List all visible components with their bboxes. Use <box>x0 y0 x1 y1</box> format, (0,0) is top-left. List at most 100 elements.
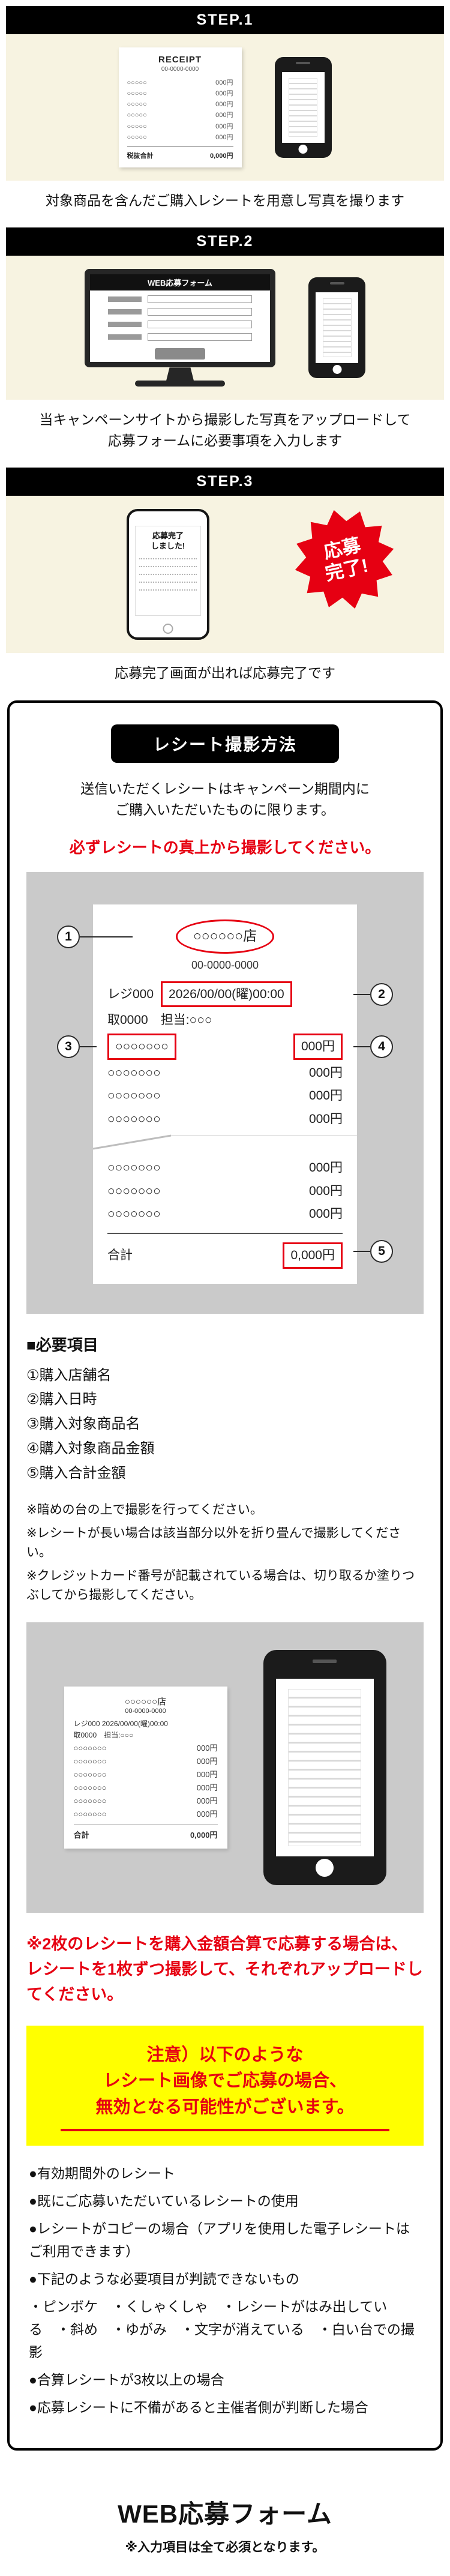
item-price: 000円 <box>308 1207 343 1221</box>
receipt-tel: 00-0000-0000 <box>125 1708 166 1715</box>
phone-screen <box>316 292 358 364</box>
invalid-case-item: ●下記のような必要項目が判読できないもの <box>29 2271 299 2287</box>
item-price: 000円 <box>196 1796 218 1805</box>
placeholder-line <box>139 575 197 583</box>
step2-header: STEP.2 <box>6 227 444 256</box>
annotation-2: 2 <box>353 983 393 1006</box>
phone-speaker-icon <box>296 61 310 64</box>
shoot-from-above-warning: 必ずレシートの真上から撮影してください。 <box>69 838 381 857</box>
form-input-bar <box>148 320 252 329</box>
item-row: ○○○○○○○000円 <box>74 1755 218 1768</box>
total-row: 合計 0,000円 5 <box>107 1233 393 1269</box>
form-label-bar <box>108 296 142 302</box>
item-name: ○○○○○○○ <box>73 1796 107 1805</box>
annotation-5: 5 <box>353 1239 393 1263</box>
item-row: ○○○○○○○ 000円 <box>74 1795 218 1808</box>
invalid-case-item: ●既にご応募いただいているレシートの使用 <box>29 2193 299 2209</box>
required-fields-note: ※入力項目は全て必須となります。 <box>125 2540 325 2554</box>
item-name: ○○○○○○○ <box>73 1756 107 1766</box>
total-value: 0,000円 <box>190 1831 218 1840</box>
item-price: 000円 <box>196 1769 218 1779</box>
item-price: 000円 <box>196 1743 218 1753</box>
receipt-price: 000円 <box>215 133 233 141</box>
home-button-icon <box>316 1859 334 1877</box>
form-label-bar <box>108 322 142 328</box>
receipt-row: ○○○○○000円 <box>127 110 233 121</box>
receipt-item: ○○○○○ <box>127 101 147 109</box>
guide-title: レシート撮影方法 <box>110 724 339 763</box>
datetime-highlight: 2026/00/00(曜)00:00 <box>161 981 292 1008</box>
item-name: ○○○○○○○ <box>73 1743 107 1753</box>
item-price-highlight: 000円 <box>293 1033 343 1060</box>
item-row: ○○○○○○○000円 <box>107 1181 343 1202</box>
form-input-bar <box>148 295 252 304</box>
item-row: ○○○○○○○000円 <box>107 1063 343 1083</box>
invalid-case-item: ●レシートがコピーの場合（アプリを使用した電子レシートはご利用できます） <box>29 2221 410 2259</box>
item-row: ○○○○○○○000円 <box>107 1158 343 1178</box>
step3-caption: 応募完了画面が出れば応募完了です <box>115 665 335 681</box>
item-name-highlight: ○○○○○○○ <box>107 1033 176 1060</box>
required-item: ④購入対象商品金額 <box>26 1440 155 1457</box>
receipt-and-phone-illustration: ○○○○○○店 00-0000-0000 レジ000 2026/00/00(曜)… <box>26 1622 424 1913</box>
step3-section: STEP.3 応募完了しました! 応募 完了! 応募完了画面が出れば応募完了です <box>6 468 444 684</box>
receipt-photo-thumbnail <box>288 1689 361 1847</box>
caution-underline <box>61 2129 389 2132</box>
item-row: ○○○○○○○000円 <box>107 1109 343 1130</box>
target-item-row: 3 ○○○○○○○ 000円 4 <box>57 1033 393 1060</box>
invalid-case-item: ●合算レシートが3枚以上の場合 <box>29 2371 224 2388</box>
annotation-3: 3 <box>57 1035 97 1058</box>
required-item: ⑤購入合計金額 <box>26 1464 126 1481</box>
form-label-bar <box>108 309 142 315</box>
smartphone-icon <box>308 277 365 379</box>
receipt-tel: 00-0000-0000 <box>191 958 259 971</box>
monitor-stand <box>166 367 194 381</box>
phone-screen <box>281 71 325 143</box>
home-button-icon <box>163 624 173 634</box>
datetime-row: レジ000 2026/00/00(曜)00:00 <box>74 1718 218 1730</box>
register-number: レジ000 <box>73 1720 100 1729</box>
required-items-list: ①購入店舗名 ②購入日時 ③購入対象商品名 ④購入対象商品金額 ⑤購入合計金額 <box>26 1364 424 1486</box>
web-entry-form-heading: WEB応募フォーム ※入力項目は全て必須となります。 <box>0 2494 450 2556</box>
guide-intro: 送信いただくレシートはキャンペーン期間内にご購入いただいたものに限ります。 <box>26 778 424 821</box>
step1-caption: 対象商品を含んだご購入レシートを用意し写真を撮ります <box>46 192 404 208</box>
submit-button-graphic <box>155 348 205 360</box>
note-item: ※レシートが長い場合は該当部分以外を折り畳んで撮影してください。 <box>26 1526 401 1559</box>
item-row: ○○○○○○○000円 <box>107 1204 343 1224</box>
complete-screen-text: 応募完了しました! <box>139 531 197 552</box>
item-row: ○○○○○○○000円 <box>74 1808 218 1821</box>
shooting-notes: ※暗めの台の上で撮影を行ってください。 ※レシートが長い場合は該当部分以外を折り… <box>26 1500 424 1605</box>
receipt-item: ○○○○○ <box>127 79 147 86</box>
item-row: ○○○○○○○ 000円 <box>74 1742 218 1755</box>
item-name: ○○○○○○○ <box>73 1769 107 1779</box>
placeholder-line <box>139 567 197 576</box>
staff-row: 取0000 担当:○○○ <box>73 1731 134 1740</box>
item-price: 000円 <box>308 1161 343 1175</box>
required-item: ②購入日時 <box>26 1391 97 1408</box>
receipt-title: RECEIPT <box>158 55 202 65</box>
entry-form-graphic <box>90 290 270 360</box>
annotation-4: 4 <box>353 1035 393 1058</box>
form-label-bar <box>108 334 142 340</box>
step2-section: STEP.2 WEB応募フォーム <box>6 227 444 451</box>
receipt-price: 000円 <box>215 112 233 119</box>
receipt-row: ○○○○○000円 <box>127 77 233 88</box>
required-item: ③購入対象商品名 <box>26 1416 140 1433</box>
form-row <box>108 320 252 329</box>
smartphone-complete-icon: 応募完了しました! <box>127 509 209 640</box>
step3-illustration: 応募完了しました! 応募 完了! <box>6 496 444 654</box>
item-price: 000円 <box>196 1783 218 1792</box>
form-input-bar <box>148 333 252 342</box>
item-price: 000円 <box>308 1184 343 1198</box>
item-name: ○○○○○○○ <box>107 1065 161 1080</box>
item-row: ○○○○○○○000円 <box>107 1086 343 1106</box>
step2-caption-line1: 当キャンペーンサイトから撮影した写真をアップロードして <box>39 412 411 428</box>
item-row: ○○○○○○○000円 <box>74 1781 218 1795</box>
note-item: ※暗めの台の上で撮影を行ってください。 <box>26 1502 263 1517</box>
annotated-receipt-diagram: 1 ○○○○○○店 00-0000-0000 レジ000 2026/00/00(… <box>26 872 424 1314</box>
purchase-datetime: 2026/00/00(曜)00:00 <box>101 1720 168 1729</box>
phone-speaker-icon <box>329 282 344 285</box>
total-value-highlight: 0,000円 <box>283 1242 343 1269</box>
phone-screen: 応募完了しました! <box>135 526 201 616</box>
